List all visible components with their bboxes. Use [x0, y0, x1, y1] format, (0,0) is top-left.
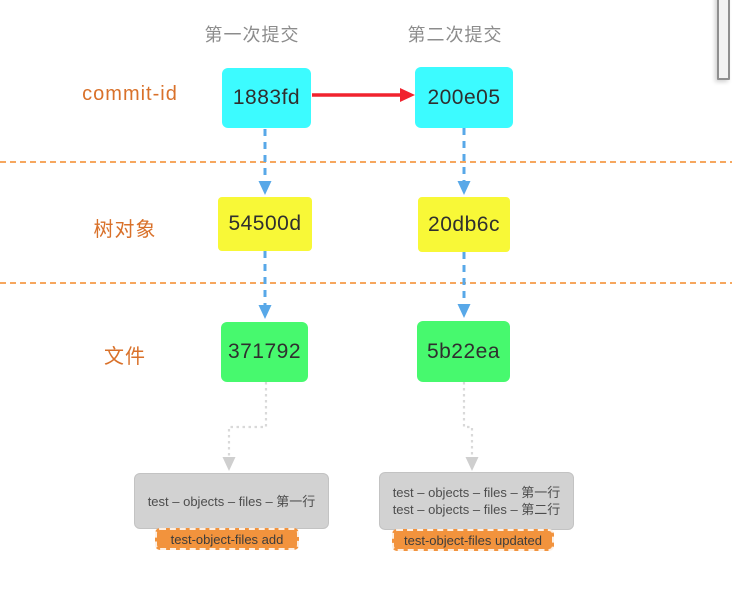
vertical-scrollbar-thumb[interactable]	[717, 0, 730, 80]
tag-file-add: test-object-files add	[155, 528, 299, 550]
file-node-1: 371792	[221, 322, 308, 382]
row-label-commit-id: commit-id	[82, 83, 178, 105]
row-label-tree-object: 树对象	[93, 219, 157, 241]
gray-dotted-file1-content	[222, 382, 268, 471]
blue-arrow-commit1-tree1	[258, 129, 272, 195]
file-node-2: 5b22ea	[417, 321, 510, 382]
file-content-box-2: test – objects – files – 第一行 test – obje…	[379, 472, 574, 530]
blue-arrow-tree2-file2	[457, 252, 471, 318]
column-header-first-commit: 第一次提交	[204, 25, 300, 45]
tree-node-1: 54500d	[218, 197, 312, 251]
file-content-line: test – objects – files – 第二行	[392, 502, 561, 517]
file-content-box-1: test – objects – files – 第一行	[134, 473, 329, 529]
gray-dotted-file2-content	[462, 382, 479, 471]
blue-arrow-commit2-tree2	[457, 128, 471, 195]
column-header-second-commit: 第二次提交	[407, 25, 503, 45]
file-content-line: test – objects – files – 第一行	[147, 493, 316, 509]
tag-file-updated: test-object-files updated	[392, 529, 554, 551]
red-arrow-commit-link	[312, 88, 415, 102]
tree-node-2: 20db6c	[418, 197, 510, 252]
commit-node-1: 1883fd	[222, 68, 311, 128]
blue-arrow-tree1-file1	[258, 251, 272, 319]
file-content-line: test – objects – files – 第一行	[392, 485, 561, 500]
row-label-file: 文件	[104, 346, 146, 368]
commit-node-2: 200e05	[415, 67, 513, 128]
